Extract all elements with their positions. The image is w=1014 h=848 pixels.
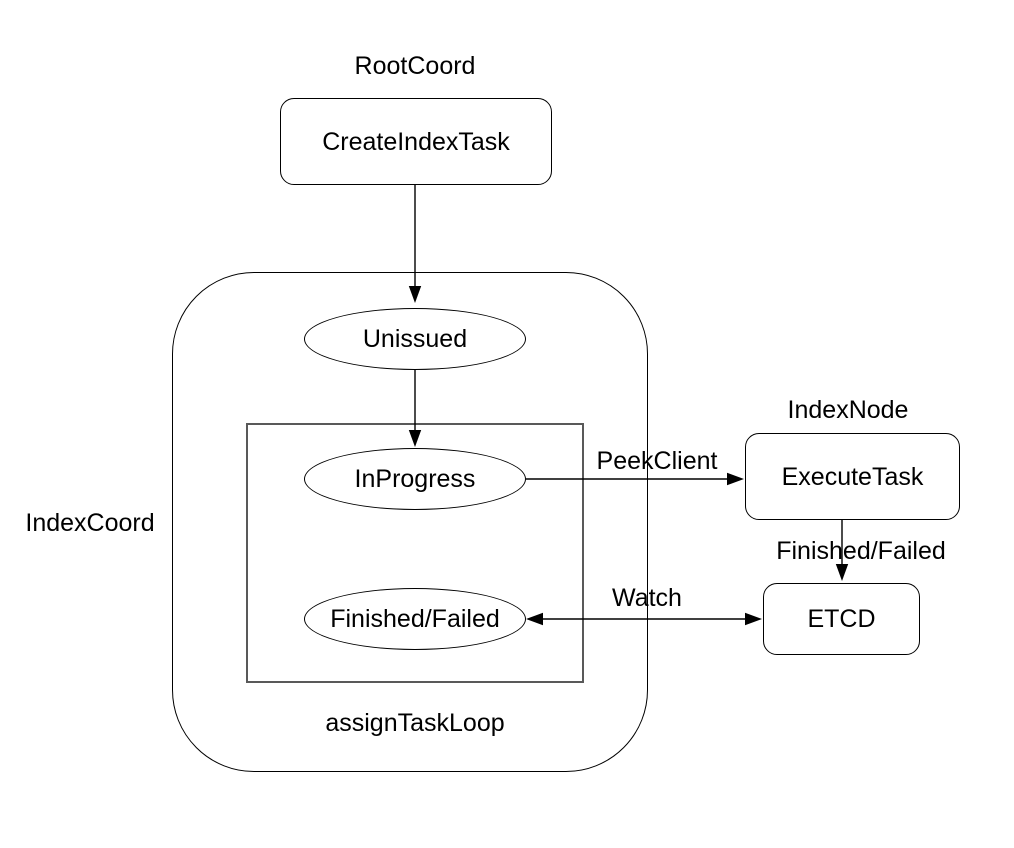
node-finished-failed: Finished/Failed xyxy=(304,588,526,650)
node-in-progress-label: InProgress xyxy=(354,465,476,493)
node-execute-task: ExecuteTask xyxy=(745,433,960,520)
group-label-root-coord: RootCoord xyxy=(354,52,476,80)
node-create-index-task: CreateIndexTask xyxy=(280,98,552,185)
node-etcd: ETCD xyxy=(763,583,920,655)
edge-label-watch: Watch xyxy=(612,584,682,612)
group-label-assign-task-loop: assignTaskLoop xyxy=(325,709,505,737)
edge-label-finished-failed: Finished/Failed xyxy=(776,537,946,565)
node-execute-task-label: ExecuteTask xyxy=(781,462,924,491)
node-unissued: Unissued xyxy=(304,308,526,370)
index-coord-container xyxy=(172,272,648,772)
group-label-index-node: IndexNode xyxy=(787,396,909,424)
group-label-index-coord: IndexCoord xyxy=(25,509,155,537)
node-finished-failed-label: Finished/Failed xyxy=(330,605,500,633)
arrowhead-right-icon xyxy=(745,612,762,626)
node-unissued-label: Unissued xyxy=(362,325,468,353)
node-in-progress: InProgress xyxy=(304,448,526,510)
edge-label-peek-client: PeekClient xyxy=(596,447,718,475)
arrowhead-down-icon xyxy=(835,564,849,581)
node-etcd-label: ETCD xyxy=(807,605,876,633)
node-create-index-task-label: CreateIndexTask xyxy=(322,127,510,156)
